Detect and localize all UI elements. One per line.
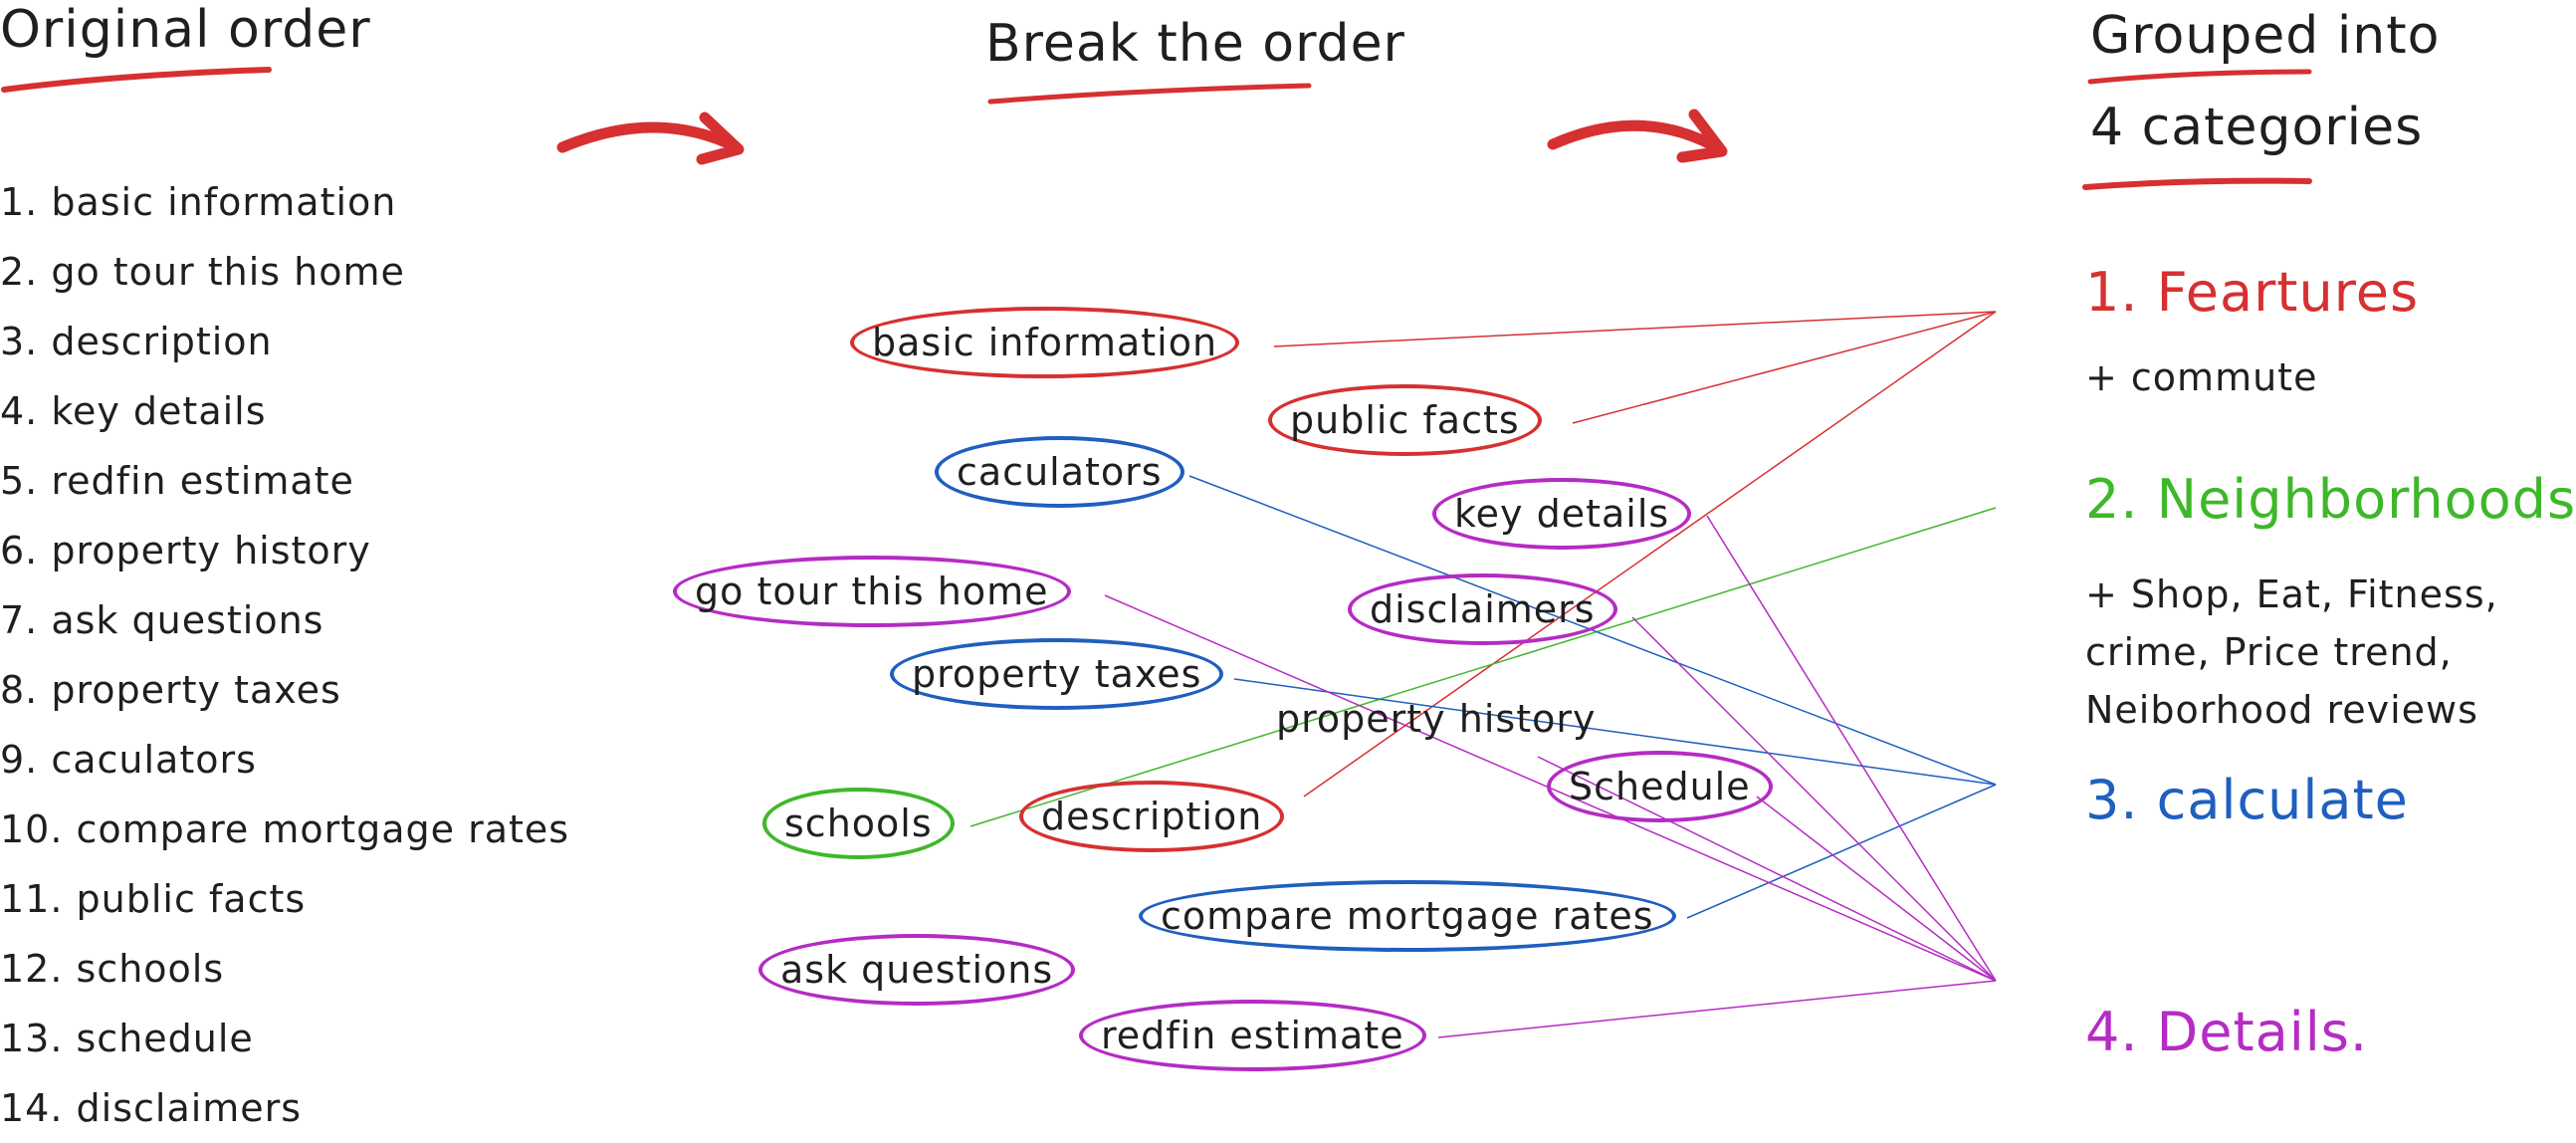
underline-grouped xyxy=(2087,69,2312,85)
bubble-ring xyxy=(1139,880,1676,952)
list-item: 6. property history xyxy=(0,529,371,572)
category-features: 1. Feartures xyxy=(2085,261,2420,324)
category-neighborhoods: 2. Neighborhoods xyxy=(2085,468,2576,531)
list-item: 8. property taxes xyxy=(0,668,341,712)
original-order-list: 1. basic information 2. go tour this hom… xyxy=(0,167,569,1143)
list-item: 2. go tour this home xyxy=(0,250,405,294)
category-details: 4. Details. xyxy=(2085,1001,2369,1063)
bubble-ring xyxy=(1348,573,1617,645)
bubble-schedule: Schedule xyxy=(1547,751,1773,822)
list-item: 5. redfin estimate xyxy=(0,459,354,503)
arrow-right-2-icon xyxy=(1547,109,1728,163)
bubble-ring xyxy=(1019,781,1285,852)
underline-original xyxy=(1,67,272,93)
bubble-key-details: key details xyxy=(1432,478,1692,550)
heading-break-the-order: Break the order xyxy=(985,14,1405,74)
heading-original-order: Original order xyxy=(0,0,371,60)
bubble-basic-information: basic information xyxy=(850,307,1240,378)
bubble-ring xyxy=(1547,751,1773,822)
bubble-ring xyxy=(673,556,1071,627)
category-calculate: 3. calculate xyxy=(2085,769,2409,831)
list-item: 7. ask questions xyxy=(0,598,324,642)
list-item: 13. schedule xyxy=(0,1017,254,1060)
arrow-right-1-icon xyxy=(556,112,745,165)
heading-grouped-line2: 4 categories xyxy=(2090,98,2424,157)
category-features-note: + commute xyxy=(2085,355,2318,399)
bubble-schools: schools xyxy=(762,788,955,859)
list-item: 1. basic information xyxy=(0,180,397,224)
bubble-redfin-estimate: redfin estimate xyxy=(1079,1000,1426,1071)
bubble-go-tour-this-home: go tour this home xyxy=(673,556,1071,627)
bubble-disclaimers: disclaimers xyxy=(1348,573,1617,645)
bubble-ring xyxy=(850,307,1240,378)
list-item: 10. compare mortgage rates xyxy=(0,807,570,851)
bubble-ring xyxy=(1432,478,1692,550)
bubble-ring xyxy=(935,436,1184,508)
list-item: 11. public facts xyxy=(0,877,307,921)
list-item: 9. caculators xyxy=(0,738,257,782)
connector-layer xyxy=(1,67,2312,1038)
bubble-ask-questions: ask questions xyxy=(758,934,1076,1006)
bubble-ring xyxy=(758,934,1076,1006)
bubble-caculators: caculators xyxy=(935,436,1184,508)
category-neighborhoods-note-3: Neiborhood reviews xyxy=(2085,688,2478,732)
category-neighborhoods-note-1: + Shop, Eat, Fitness, xyxy=(2085,572,2498,616)
bubble-ring xyxy=(1268,384,1542,456)
category-neighborhoods-note-2: crime, Price trend, xyxy=(2085,630,2453,674)
underline-categories xyxy=(2082,177,2312,190)
underline-break xyxy=(987,83,1312,105)
bubble-public-facts: public facts xyxy=(1268,384,1542,456)
list-item: 4. key details xyxy=(0,389,267,433)
bubble-compare-mortgage-rates: compare mortgage rates xyxy=(1139,880,1676,952)
bubble-ring xyxy=(762,788,955,859)
bubble-ring xyxy=(1079,1000,1426,1071)
list-item: 14. disclaimers xyxy=(0,1086,303,1130)
bubble-property-taxes: property taxes xyxy=(890,638,1224,710)
label-property-history: property history xyxy=(1276,697,1597,741)
bubble-ring xyxy=(890,638,1224,710)
list-item: 12. schools xyxy=(0,947,225,991)
heading-grouped-line1: Grouped into xyxy=(2090,6,2441,66)
list-item: 3. description xyxy=(0,320,273,363)
bubble-description: description xyxy=(1019,781,1285,852)
